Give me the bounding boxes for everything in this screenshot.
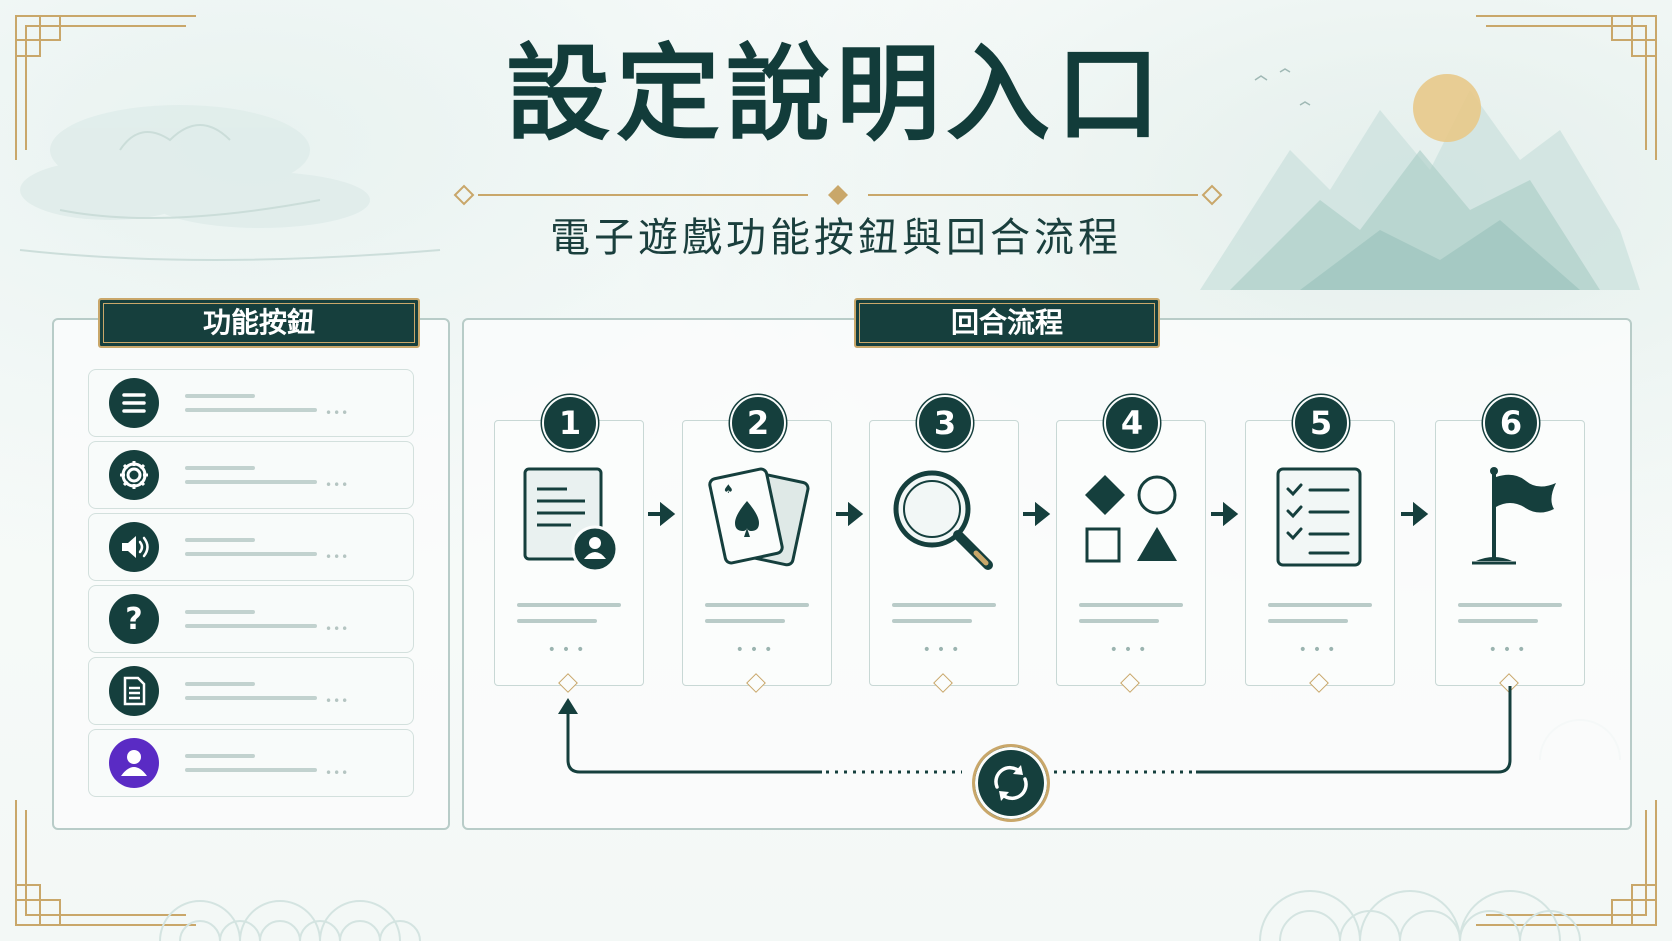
button-text-placeholder-short [185, 682, 255, 686]
menu-icon [109, 378, 159, 428]
function-button-profile[interactable]: ••• [88, 729, 414, 797]
step-ellipsis: ••• [922, 642, 966, 658]
button-ellipsis: ••• [325, 694, 350, 708]
step-text-placeholder [1079, 603, 1183, 607]
function-button-menu[interactable]: ••• [88, 369, 414, 437]
step-text-placeholder [517, 603, 621, 607]
player-profile-icon [523, 467, 619, 573]
step-number-4: 4 [1104, 395, 1160, 451]
function-button-rules[interactable]: ••• [88, 657, 414, 725]
checklist-icon [1276, 467, 1362, 567]
button-text-placeholder-long [185, 768, 317, 772]
step-ellipsis: ••• [1109, 642, 1153, 658]
button-text-placeholder-short [185, 538, 255, 542]
page-title: 設定說明入口 [505, 32, 1166, 155]
gear-icon [109, 450, 159, 500]
magnifier-icon [893, 470, 993, 570]
button-text-placeholder-long [185, 696, 317, 700]
svg-text:?: ? [125, 602, 142, 637]
step-text-placeholder [1268, 619, 1348, 623]
user-icon [109, 738, 159, 788]
step-text-placeholder [1458, 603, 1562, 607]
document-icon [109, 666, 159, 716]
step-card-6: ••• [1435, 420, 1585, 693]
step-ellipsis: ••• [735, 642, 779, 658]
button-text-placeholder-short [185, 754, 255, 758]
step-number-6: 6 [1483, 395, 1539, 451]
repeat-round-button[interactable] [972, 744, 1050, 822]
button-text-placeholder-long [185, 408, 317, 412]
speaker-icon [109, 522, 159, 572]
step-text-placeholder [1079, 619, 1159, 623]
function-button-sound[interactable]: ••• [88, 513, 414, 581]
step-ellipsis: ••• [1298, 642, 1342, 658]
function-buttons-panel-label: 功能按鈕 [98, 298, 420, 348]
button-ellipsis: ••• [325, 478, 350, 492]
flow-arrow-icon [1023, 502, 1051, 526]
button-text-placeholder-long [185, 552, 317, 556]
flag-icon [1472, 467, 1556, 565]
page-subtitle: 電子遊戲功能按鈕與回合流程 [550, 215, 1122, 261]
step-card-4: ••• [1056, 420, 1206, 693]
step-card-5: ••• [1245, 420, 1395, 693]
step-ellipsis: ••• [547, 642, 591, 658]
button-text-placeholder-long [185, 624, 317, 628]
flow-arrow-icon [1211, 502, 1239, 526]
button-text-placeholder-short [185, 394, 255, 398]
step-card-2: ♠ ••• [682, 420, 832, 693]
step-number-2: 2 [730, 395, 786, 451]
step-number-5: 5 [1293, 395, 1349, 451]
flow-arrow-icon [836, 502, 864, 526]
step-number-1: 1 [542, 395, 598, 451]
step-text-placeholder [705, 603, 809, 607]
button-text-placeholder-short [185, 466, 255, 470]
playing-cards-icon: ♠ [708, 467, 810, 567]
step-card-1: ••• [494, 420, 644, 693]
function-button-help[interactable]: ? ••• [88, 585, 414, 653]
svg-text:♠: ♠ [723, 482, 734, 496]
function-button-settings[interactable]: ••• [88, 441, 414, 509]
step-card-3: ••• [869, 420, 1019, 693]
step-text-placeholder [1268, 603, 1372, 607]
step-number-3: 3 [917, 395, 973, 451]
step-text-placeholder [705, 619, 785, 623]
step-text-placeholder [892, 619, 972, 623]
flow-arrow-icon [1401, 502, 1429, 526]
refresh-cycle-icon [994, 765, 1028, 801]
button-ellipsis: ••• [325, 406, 350, 420]
button-ellipsis: ••• [325, 550, 350, 564]
round-flow-panel-label: 回合流程 [854, 298, 1160, 348]
step-ellipsis: ••• [1488, 642, 1532, 658]
button-ellipsis: ••• [325, 622, 350, 636]
step-text-placeholder [517, 619, 597, 623]
step-text-placeholder [1458, 619, 1538, 623]
button-text-placeholder-long [185, 480, 317, 484]
step-text-placeholder [892, 603, 996, 607]
shapes-icon [1085, 475, 1177, 563]
button-ellipsis: ••• [325, 766, 350, 780]
button-text-placeholder-short [185, 610, 255, 614]
flow-arrow-icon [648, 502, 676, 526]
help-icon: ? [109, 594, 159, 644]
